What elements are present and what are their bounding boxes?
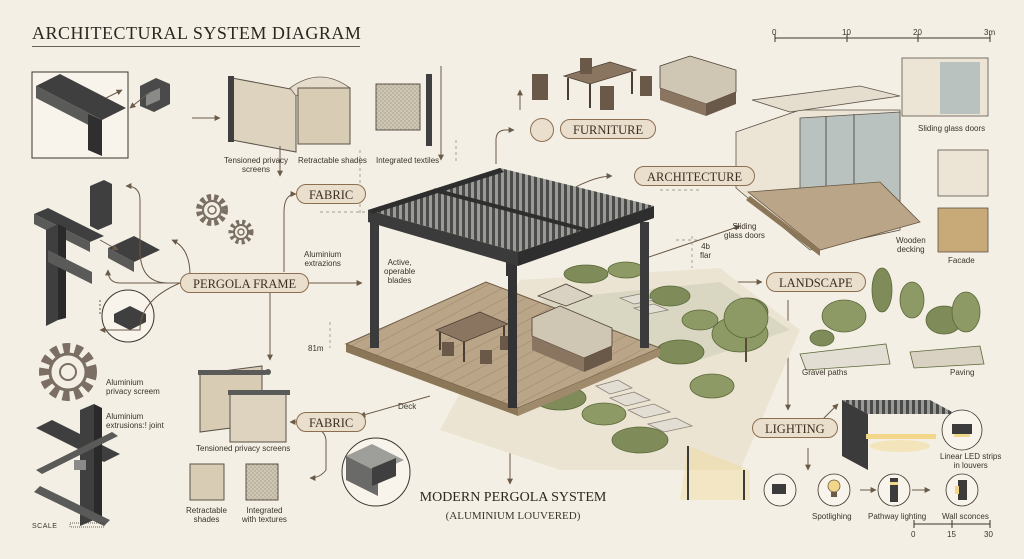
label-integrated-with-textures: Integrated with textures xyxy=(242,506,287,524)
label-gravel-paths: Gravel paths xyxy=(802,368,848,377)
page-title: ARCHITECTURAL SYSTEM DIAGRAM xyxy=(32,23,362,43)
frame-parts-left xyxy=(34,180,160,343)
label-active-blades: Active, operable blades xyxy=(384,258,416,285)
label-facade: Facade xyxy=(948,256,975,265)
lighting-illustration xyxy=(680,400,983,500)
frame-joint-left xyxy=(34,404,120,526)
label-integrated-textiles: Integrated textiles xyxy=(376,156,440,165)
label-deck: Deck xyxy=(398,402,417,411)
scale-tick-20: 20 xyxy=(913,28,922,37)
fabric-samples-top xyxy=(192,66,444,161)
spotlight-icon xyxy=(763,473,797,507)
label-retractable-shades-top: Retractable shades xyxy=(298,156,367,165)
landscape-trees xyxy=(799,267,985,371)
tree-near-pergola xyxy=(723,297,769,362)
label-dimension-81m: 81m xyxy=(308,344,324,353)
wall-sconce-icon xyxy=(945,473,979,507)
scale-bottom-tick-15: 15 xyxy=(947,530,956,539)
node-pergola-frame[interactable]: PERGOLA FRAME xyxy=(180,273,310,293)
label-wooden-decking: Wooden decking xyxy=(896,236,926,254)
label-dimension-4b: 4b flar xyxy=(700,242,712,260)
label-retractable-shades-bottom: Retractable shades xyxy=(186,506,227,524)
node-lighting[interactable]: LIGHTING xyxy=(752,418,838,438)
scale-tick-0: 0 xyxy=(772,28,777,37)
scale-tick-10: 10 xyxy=(842,28,851,37)
label-wall-sconces: Wall sconces xyxy=(942,512,989,521)
label-aluminium-privacy-screem: Aluminium privacy screem xyxy=(106,378,160,396)
node-architecture[interactable]: ARCHITECTURE xyxy=(634,166,756,186)
lightbulb-icon xyxy=(817,473,851,507)
scale-bottom-tick-30: 30 xyxy=(984,530,993,539)
pergola-structure xyxy=(368,168,654,408)
fabric-samples-bottom xyxy=(189,365,411,507)
system-title: MODERN PERGOLA SYSTEM xyxy=(419,490,607,505)
label-spotlighing: Spotlighing xyxy=(812,512,852,521)
label-tensioned-privacy-screens-top: Tensioned privacy screens xyxy=(224,156,289,174)
scale-bar-bottom xyxy=(69,520,991,528)
scale-bar-top xyxy=(774,34,991,42)
label-tensioned-privacy-screens-bottom: Tensioned privacy screens xyxy=(196,444,291,453)
label-aluminium-extrazions: Aluminium extrazions xyxy=(304,250,342,268)
node-furniture[interactable]: FURNITURE xyxy=(560,119,657,139)
label-linear-led: Linear LED strips in louvers xyxy=(940,452,1002,470)
node-landscape[interactable]: LANDSCAPE xyxy=(766,272,866,292)
aluminium-profile-illustration xyxy=(31,71,170,159)
system-subtitle: (ALUMINIUM LOUVERED) xyxy=(445,510,581,522)
bollard-icon xyxy=(877,473,911,507)
label-pathway-lighting: Pathway lighting xyxy=(868,512,927,521)
scale-tick-3m: 3m xyxy=(984,28,996,37)
label-sliding-glass-doors-top: Sliding glass doors xyxy=(918,124,986,133)
label-sliding-glass-doors-left: Sliding glass doors xyxy=(724,222,765,240)
label-paving: Paving xyxy=(950,368,975,377)
scale-bottom-tick-0: 0 xyxy=(911,530,916,539)
gear-icon xyxy=(39,343,97,401)
bench-icon xyxy=(530,118,554,142)
label-aluminium-joint: Aluminium extrusions:! joint xyxy=(106,412,164,430)
stepping-stones xyxy=(594,293,694,433)
title-underline xyxy=(32,46,360,47)
furniture-illustration xyxy=(532,55,737,116)
gear-icon xyxy=(196,194,254,245)
node-fabric-top[interactable]: FABRIC xyxy=(296,184,367,204)
architecture-illustration xyxy=(735,57,989,256)
node-fabric-bottom[interactable]: FABRIC xyxy=(296,412,367,432)
scale-label: SCALE xyxy=(32,523,58,530)
